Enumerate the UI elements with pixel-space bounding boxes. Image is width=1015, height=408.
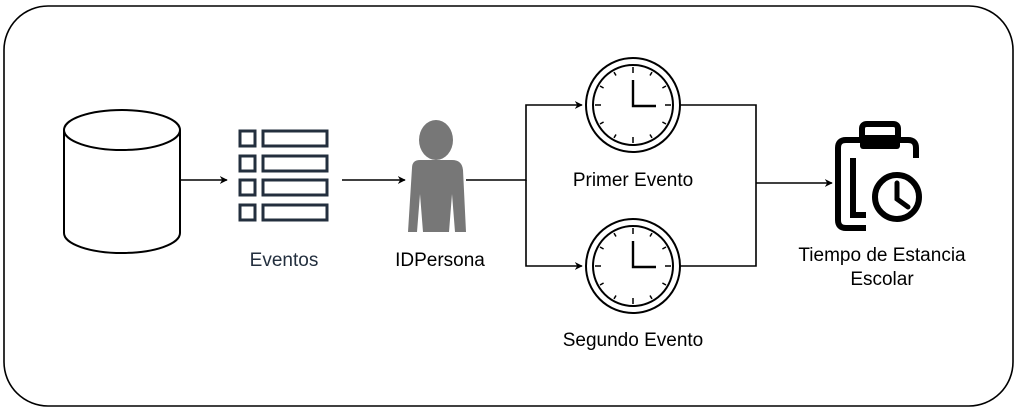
edge-idpersona-primer <box>466 101 583 181</box>
clipboard-clock-icon <box>835 121 922 231</box>
clock-icon <box>585 218 681 314</box>
idpersona-label: IDPersona <box>395 250 485 271</box>
result-label: Tiempo de Estancia Escolar <box>798 245 966 290</box>
eventos-label: Eventos <box>249 250 319 271</box>
clock-icon <box>585 57 681 153</box>
segundo-evento-label: Segundo Evento <box>562 330 704 351</box>
edge-primer-result <box>680 104 757 183</box>
table-list-icon <box>238 129 329 222</box>
edge-idpersona-segundo <box>525 180 583 270</box>
primer-evento-label: Primer Evento <box>572 170 694 191</box>
outer-frame <box>3 5 1014 407</box>
edge-segundo-result <box>680 183 757 267</box>
database-icon <box>63 109 181 254</box>
person-icon <box>408 120 466 232</box>
